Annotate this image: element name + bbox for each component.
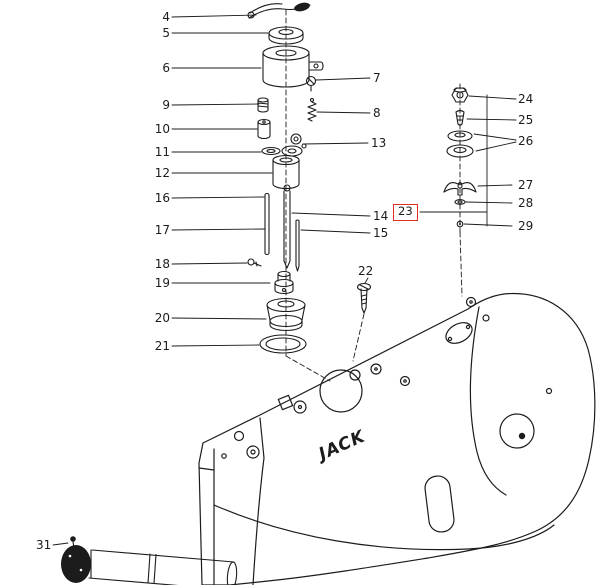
part-label-4[interactable]: 4	[162, 10, 170, 24]
part-22-drawing	[356, 282, 372, 314]
part-20-drawing	[266, 297, 306, 332]
part-label-19[interactable]: 19	[154, 276, 170, 290]
part-label-5[interactable]: 5	[162, 26, 170, 40]
part-label-26[interactable]: 26	[518, 134, 534, 148]
brand-logo: JACK	[313, 426, 369, 466]
part-label-15[interactable]: 15	[373, 226, 389, 240]
leader-lines	[52, 14, 517, 546]
part-label-9[interactable]: 9	[162, 98, 170, 112]
part-label-10[interactable]: 10	[154, 122, 170, 136]
part-label-27[interactable]: 27	[518, 178, 534, 192]
machine-body-drawing	[198, 292, 596, 585]
part-4-drawing	[247, 2, 311, 19]
part-25-drawing	[455, 109, 465, 126]
part-label-22[interactable]: 22	[358, 264, 374, 278]
part-label-17[interactable]: 17	[154, 223, 170, 237]
part-29-drawing	[456, 220, 464, 228]
part-label-25[interactable]: 25	[518, 113, 534, 127]
part-label-12[interactable]: 12	[154, 166, 170, 180]
part-19-drawing	[274, 270, 294, 295]
part-label-20[interactable]: 20	[154, 311, 170, 325]
part-label-7[interactable]: 7	[373, 71, 381, 85]
part-6-drawing	[262, 45, 324, 88]
part-label-8[interactable]: 8	[373, 106, 381, 120]
part-label-29[interactable]: 29	[518, 219, 534, 233]
part-13-drawing	[281, 133, 307, 157]
part-label-6[interactable]: 6	[162, 61, 170, 75]
part-label-31[interactable]: 31	[36, 538, 52, 552]
part-16-17-pins-drawing	[264, 192, 270, 256]
part-label-13[interactable]: 13	[371, 136, 387, 150]
part-11-drawing	[261, 146, 281, 156]
part-7-drawing	[305, 75, 317, 92]
part-label-21[interactable]: 21	[154, 339, 170, 353]
part-15-rod-drawing	[295, 219, 300, 272]
part-label-11[interactable]: 11	[154, 145, 170, 159]
part-8-drawing	[307, 97, 317, 122]
part-21-drawing	[259, 334, 307, 354]
part-label-24[interactable]: 24	[518, 92, 534, 106]
part-9-drawing	[257, 97, 269, 113]
part-label-28[interactable]: 28	[518, 196, 534, 210]
part-26-drawing	[446, 130, 474, 158]
part-label-14[interactable]: 14	[373, 209, 389, 223]
part-28-drawing	[454, 199, 466, 205]
part-label-23[interactable]: 23	[393, 204, 418, 221]
part-24-drawing	[451, 87, 469, 103]
part-12-drawing	[272, 154, 300, 190]
part-label-18[interactable]: 18	[154, 257, 170, 271]
part-14-shaft-drawing	[283, 184, 291, 269]
part-18-drawing	[247, 258, 262, 267]
part-5-drawing	[268, 26, 304, 45]
part-10-drawing	[257, 118, 271, 140]
part-27-drawing	[443, 181, 477, 196]
part-31-shaft-drawing	[61, 536, 238, 585]
part-label-16[interactable]: 16	[154, 191, 170, 205]
